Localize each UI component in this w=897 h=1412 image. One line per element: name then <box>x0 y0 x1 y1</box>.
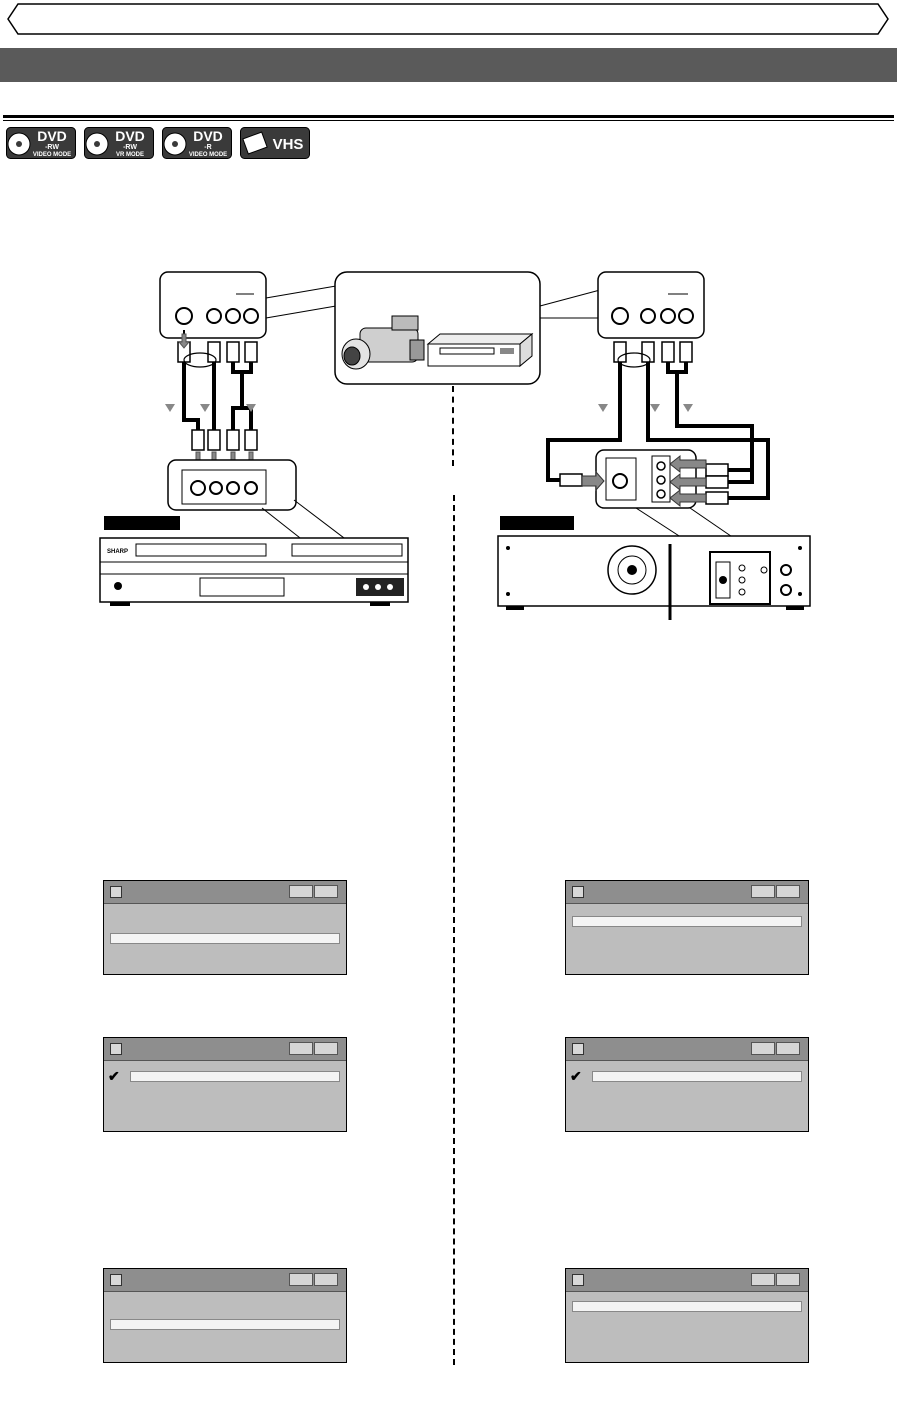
section-rule-thin <box>3 120 894 121</box>
screen-header <box>566 881 808 904</box>
svg-text:VR MODE: VR MODE <box>116 152 144 158</box>
vcr-icon <box>426 332 534 368</box>
svg-text:DVD: DVD <box>193 128 223 144</box>
external-device-jacks-left <box>159 271 337 339</box>
menu-screen-left-1 <box>103 880 347 975</box>
tool-icon <box>110 1274 122 1286</box>
chapter-banner <box>7 3 889 35</box>
tool-icon <box>110 886 122 898</box>
svg-text:-R: -R <box>204 144 211 151</box>
dvd-r-video-badge: DVD -R VIDEO MODE <box>162 127 232 159</box>
dvd-recorder-front-icon: SHARP <box>99 516 409 606</box>
signal-arrows-right <box>598 404 693 412</box>
screen-header <box>566 1269 808 1292</box>
tool-icon <box>572 1274 584 1286</box>
badge-main: DVD <box>37 128 67 144</box>
external-device-jacks-right <box>597 271 705 339</box>
menu-screen-left-3 <box>103 1268 347 1363</box>
front-jack-panel-callout <box>167 459 403 583</box>
vhs-badge: VHS <box>240 127 310 159</box>
dvd-recorder-rear-icon <box>497 516 811 620</box>
tool-icon <box>572 1043 584 1055</box>
connection-diagram: SHARP <box>99 271 811 620</box>
highlighted-row <box>572 916 802 927</box>
svg-text:DVD: DVD <box>115 128 145 144</box>
checkmark-icon: ✔ <box>108 1068 120 1084</box>
screen-header <box>566 1038 808 1061</box>
menu-screen-right-3 <box>565 1268 809 1363</box>
camcorder-icon <box>341 315 425 370</box>
right-cables <box>546 341 770 505</box>
section-rule <box>3 115 894 118</box>
highlighted-row <box>572 1301 802 1312</box>
left-cables <box>177 330 258 451</box>
highlighted-row <box>110 1319 340 1330</box>
highlighted-row <box>110 933 340 944</box>
svg-text:-RW: -RW <box>123 144 137 151</box>
svg-text:SHARP: SHARP <box>107 549 128 555</box>
svg-text:VHS: VHS <box>273 136 304 153</box>
menu-screen-right-2: ✔ <box>565 1037 809 1132</box>
dvd-rw-vr-badge: DVD -RW VR MODE <box>84 127 154 159</box>
external-devices-box <box>334 271 601 385</box>
column-divider <box>453 495 455 1365</box>
section-title-bar <box>0 48 897 82</box>
screen-header <box>104 1038 346 1061</box>
svg-text:-RW: -RW <box>45 144 59 151</box>
dvd-rw-video-badge: DVD -RW VIDEO MODE <box>6 127 76 159</box>
tool-icon <box>110 1043 122 1055</box>
screen-header <box>104 1269 346 1292</box>
svg-text:VIDEO MODE: VIDEO MODE <box>33 152 71 158</box>
column-divider-top <box>452 386 454 466</box>
menu-screen-left-2: ✔ <box>103 1037 347 1132</box>
screen-header <box>104 881 346 904</box>
signal-arrows-left <box>165 404 256 412</box>
menu-screen-right-1 <box>565 880 809 975</box>
tool-icon <box>572 886 584 898</box>
highlighted-row <box>130 1071 340 1082</box>
highlighted-row <box>592 1071 802 1082</box>
svg-text:VIDEO MODE: VIDEO MODE <box>189 152 227 158</box>
checkmark-icon: ✔ <box>570 1068 582 1084</box>
